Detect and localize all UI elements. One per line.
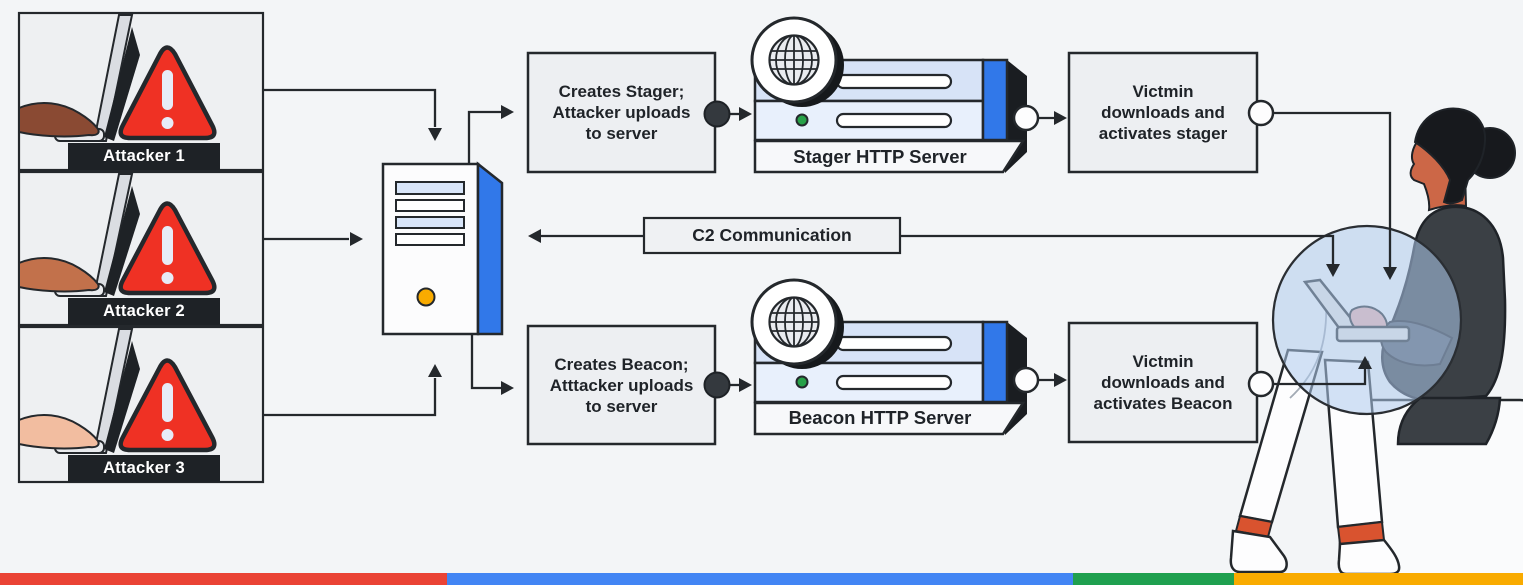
connector-node — [1247, 370, 1275, 398]
connector-lines — [263, 88, 1392, 417]
hand-icon — [18, 257, 100, 293]
footer-green-segment — [1073, 573, 1234, 585]
attacker-label-bar — [68, 455, 220, 482]
arrow-right-icon — [1054, 373, 1067, 387]
connector-node-dark — [703, 100, 731, 128]
arrow-up-icon — [1358, 356, 1372, 369]
arrow-left-icon — [528, 229, 541, 243]
arrow-right-icon — [501, 381, 514, 395]
victim-beacon-box — [1067, 321, 1259, 444]
attacker-panel-2 — [17, 170, 265, 327]
person-hip — [1396, 396, 1502, 446]
arrow-right-icon — [739, 107, 752, 121]
footer-red-segment — [0, 573, 447, 585]
monitor-icon — [92, 328, 134, 454]
creates-beacon-box — [526, 324, 717, 446]
footer-blue-segment — [447, 573, 1073, 585]
person-illustration — [1229, 107, 1523, 580]
arrow-down-icon — [1326, 264, 1340, 277]
person-hair — [1413, 107, 1487, 205]
arrow-down-icon — [1383, 267, 1397, 280]
monitor-icon — [92, 173, 134, 297]
lens-circle — [1271, 224, 1463, 416]
stager-http-server-icon — [752, 18, 1038, 173]
attacker-panel-3 — [17, 325, 265, 484]
arrow-down-icon — [428, 128, 442, 141]
attacker-panel-1 — [17, 11, 265, 172]
beacon-http-server-icon — [752, 280, 1038, 435]
person-shoe — [1337, 538, 1401, 576]
connector-node — [1247, 99, 1275, 127]
arrow-up-icon — [428, 364, 442, 377]
arrow-right-icon — [350, 232, 363, 246]
connector-node-dark — [703, 371, 731, 399]
c2-communication-box — [642, 216, 902, 255]
arrowheads — [350, 105, 1397, 395]
hand-icon — [18, 414, 100, 450]
attacker-label-bar — [68, 298, 220, 325]
arrow-right-icon — [501, 105, 514, 119]
attacker-tower-server-icon — [381, 161, 504, 336]
hand-icon — [18, 102, 100, 138]
arrow-right-icon — [1054, 111, 1067, 125]
footer-yellow-segment — [1234, 573, 1523, 585]
creates-stager-box — [526, 51, 717, 174]
power-button-icon — [416, 287, 436, 307]
victim-stager-box — [1067, 51, 1259, 174]
footer-brand-bar — [0, 573, 1523, 585]
attacker-label-bar — [68, 143, 220, 170]
arrow-right-icon — [739, 378, 752, 392]
person-shoe — [1229, 529, 1288, 574]
tower-blue-side — [476, 161, 504, 336]
monitor-icon — [92, 14, 134, 142]
